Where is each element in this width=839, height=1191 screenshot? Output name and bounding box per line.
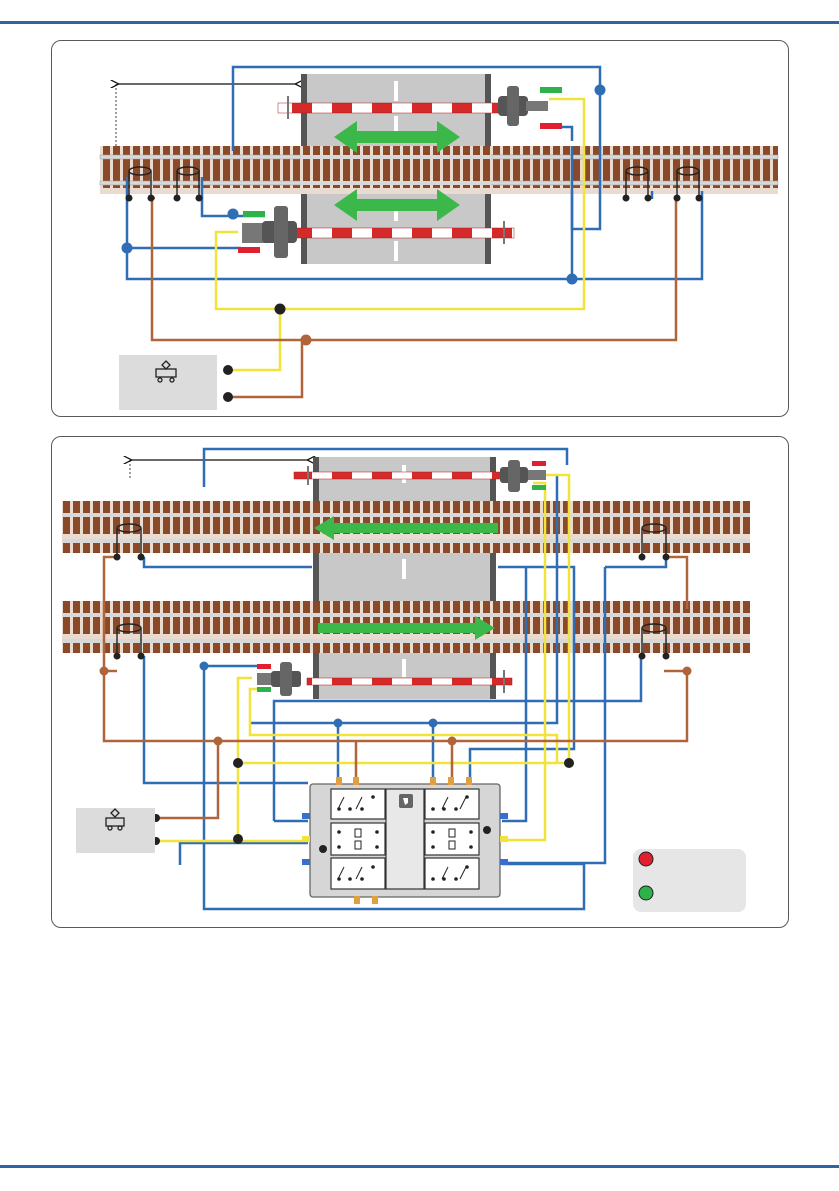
signal-lamp-panel [633, 849, 746, 912]
single-track-crossing-diagram [51, 40, 789, 417]
distance-dimension-arrow [116, 84, 296, 156]
single-track-wiring-svg [52, 41, 788, 416]
transformer-box-2 [76, 808, 155, 853]
road-2 [313, 457, 496, 699]
brown-junction [301, 335, 312, 346]
double-track-crossing-diagram [51, 436, 789, 928]
green-signal-lamp-icon [639, 886, 653, 900]
bottom-rule [0, 1165, 839, 1168]
transformer-box [119, 355, 217, 410]
relay-module-logo-icon [399, 794, 413, 808]
distance-dimension-arrow-2 [130, 460, 308, 479]
red-signal-lamp-icon [639, 852, 653, 866]
relay-module [302, 777, 508, 904]
top-rule [0, 21, 839, 24]
double-track-wiring-svg [52, 437, 788, 927]
